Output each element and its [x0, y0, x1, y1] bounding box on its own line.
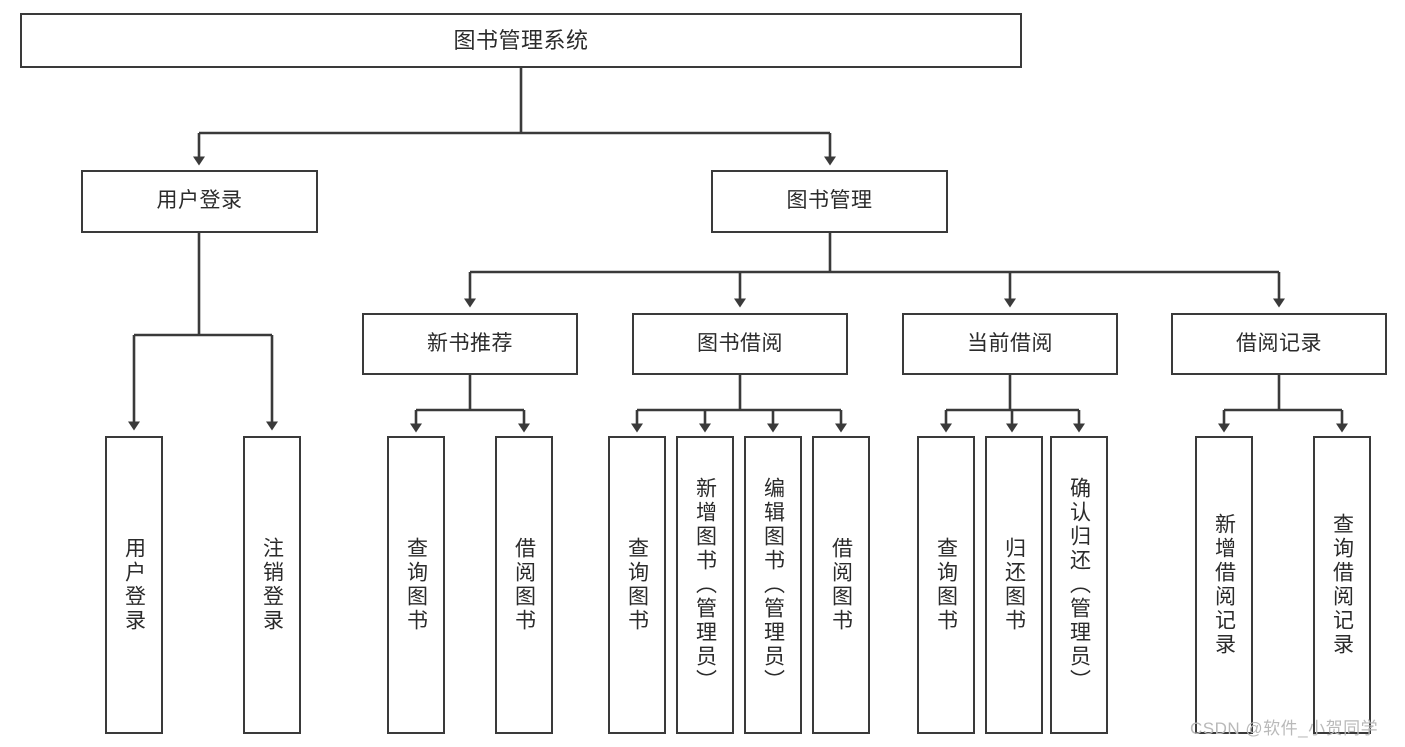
- node-label: 新书推荐: [427, 331, 513, 355]
- node-label: 归还图书: [1002, 537, 1026, 633]
- leaf-borrow-borrow-book[interactable]: 借阅图书: [812, 436, 870, 734]
- node-book-borrow[interactable]: 图书借阅: [632, 313, 848, 375]
- node-label: 新增借阅记录: [1212, 513, 1236, 657]
- leaf-borrow-edit-book-admin[interactable]: 编辑图书（管理员）: [744, 436, 802, 734]
- node-label: 确认归还（管理员）: [1067, 477, 1091, 693]
- leaf-current-confirm-return-admin[interactable]: 确认归还（管理员）: [1050, 436, 1108, 734]
- node-label: 查询图书: [404, 537, 428, 633]
- node-label: 用户登录: [122, 537, 146, 633]
- node-label: 图书管理: [786, 189, 873, 213]
- node-user-login[interactable]: 用户登录: [81, 170, 318, 233]
- node-label: 注销登录: [260, 537, 284, 633]
- leaf-current-return-book[interactable]: 归还图书: [985, 436, 1043, 734]
- leaf-current-query-book[interactable]: 查询图书: [917, 436, 975, 734]
- node-label: 查询图书: [625, 537, 649, 633]
- node-label: 借阅图书: [512, 537, 536, 633]
- leaf-user-login-signout[interactable]: 注销登录: [243, 436, 301, 734]
- node-book-management[interactable]: 图书管理: [711, 170, 948, 233]
- node-borrow-record[interactable]: 借阅记录: [1171, 313, 1387, 375]
- node-label: 编辑图书（管理员）: [761, 477, 785, 693]
- node-label: 查询图书: [934, 537, 958, 633]
- node-label: 新增图书（管理员）: [693, 477, 717, 693]
- leaf-recommend-borrow-book[interactable]: 借阅图书: [495, 436, 553, 734]
- leaf-borrow-query-book[interactable]: 查询图书: [608, 436, 666, 734]
- watermark: CSDN @软件_小贺同学: [1190, 719, 1379, 738]
- leaf-recommend-query-book[interactable]: 查询图书: [387, 436, 445, 734]
- leaf-borrow-add-book-admin[interactable]: 新增图书（管理员）: [676, 436, 734, 734]
- leaf-record-add-record[interactable]: 新增借阅记录: [1195, 436, 1253, 734]
- node-root-system[interactable]: 图书管理系统: [20, 13, 1022, 68]
- leaf-user-login-signin[interactable]: 用户登录: [105, 436, 163, 734]
- node-label: 用户登录: [156, 189, 243, 213]
- node-label: 借阅图书: [829, 537, 853, 633]
- node-label: 借阅记录: [1236, 331, 1322, 355]
- leaf-record-query-record[interactable]: 查询借阅记录: [1313, 436, 1371, 734]
- node-current-borrow[interactable]: 当前借阅: [902, 313, 1118, 375]
- node-label: 图书管理系统: [453, 27, 589, 53]
- node-label: 图书借阅: [697, 331, 783, 355]
- node-label: 当前借阅: [967, 331, 1053, 355]
- node-label: 查询借阅记录: [1330, 513, 1354, 657]
- node-new-book-recommend[interactable]: 新书推荐: [362, 313, 578, 375]
